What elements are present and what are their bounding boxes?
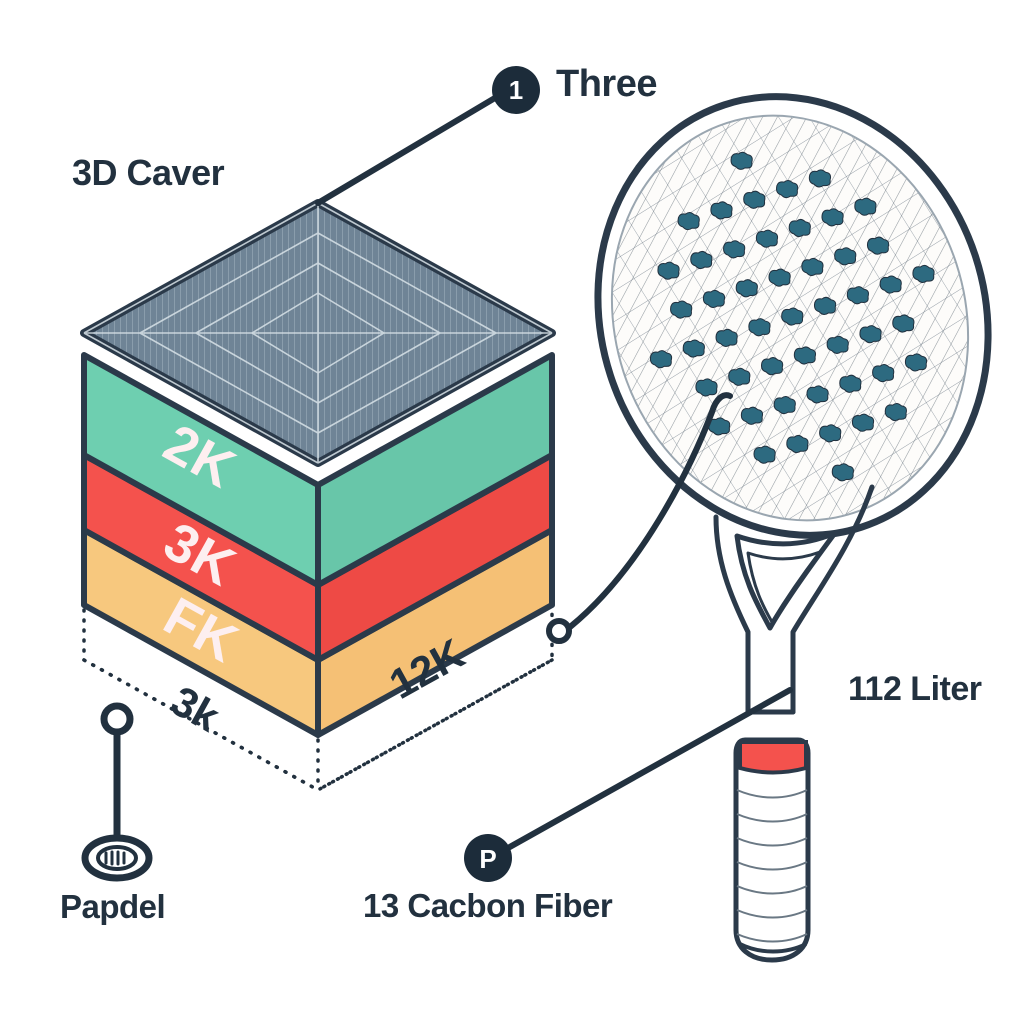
- grip-wrap: [736, 789, 808, 943]
- leader-line-node: [567, 392, 733, 630]
- cube-layer-red: 3K: [81, 452, 555, 663]
- racket-hole: [806, 385, 829, 404]
- racket-hole: [819, 424, 842, 443]
- racket-hole: [690, 250, 713, 270]
- racket-hole: [702, 289, 726, 309]
- racket-hole: [670, 300, 693, 319]
- racket-handle: [733, 737, 811, 963]
- racket-hole: [695, 378, 718, 397]
- callout-badge-2[interactable]: P: [464, 834, 512, 882]
- racket-hole: [748, 318, 771, 337]
- callout-badge-1-number: 1: [509, 75, 523, 105]
- racket-hole: [846, 286, 869, 305]
- racket-hole: [715, 328, 738, 347]
- racket-hole: [904, 353, 928, 372]
- racket-hole: [884, 402, 907, 422]
- racket-hole: [649, 350, 673, 369]
- racket-hole: [872, 364, 895, 383]
- racket-hole: [710, 201, 733, 220]
- callout-label-carbon-fiber: 13 Cacbon Fiber: [363, 887, 613, 924]
- racket-hole: [682, 339, 705, 358]
- cover-label: 3D Caver: [72, 152, 225, 193]
- racket-hole: [859, 325, 882, 344]
- racket-hole: [826, 335, 849, 354]
- racket-hole: [677, 212, 700, 231]
- racket-hole: [808, 169, 832, 188]
- callout-label-three: Three: [556, 63, 657, 105]
- callout-badge-2-number: P: [479, 844, 496, 874]
- grip-band: [738, 740, 808, 775]
- cube-layer-green: 2K: [81, 352, 555, 588]
- weave-chevrons: [83, 202, 553, 464]
- racket-hole: [854, 197, 877, 216]
- leader-line-bottom: [505, 687, 793, 851]
- racket-hole: [793, 346, 817, 365]
- racket-hole: [834, 247, 857, 266]
- racket-hole: [912, 264, 935, 283]
- racket-hole: [753, 445, 776, 464]
- racket-hole: [786, 434, 809, 454]
- racket-hole: [892, 314, 915, 333]
- racket-hole: [801, 257, 824, 277]
- racket-hole: [761, 357, 784, 376]
- racket-hole: [776, 180, 799, 199]
- callout-label-papdel: Papdel: [60, 888, 166, 925]
- racket-hole: [728, 367, 751, 386]
- racket-hole: [781, 307, 804, 326]
- cube-hidden-edges: [82, 598, 554, 793]
- circle-node-icon[interactable]: [546, 618, 572, 644]
- leader-line-top: [315, 89, 508, 206]
- racket-hole: [740, 406, 764, 425]
- callout-label-liter: 112 Liter: [848, 670, 982, 708]
- racket-hole: [821, 208, 844, 227]
- racket-hole: [788, 218, 811, 238]
- racket-hole: [851, 413, 875, 432]
- racket-hole: [839, 374, 862, 393]
- callout-badge-1[interactable]: 1: [492, 66, 540, 114]
- racket-hole: [879, 275, 902, 294]
- racket-hole: [768, 268, 791, 287]
- racket-hole: [755, 229, 779, 248]
- racket-frame: [594, 93, 992, 539]
- racket-hole: [773, 396, 796, 415]
- racket-hole: [657, 261, 680, 280]
- racket-hole: [735, 279, 758, 298]
- racket-hole: [730, 151, 753, 170]
- cube-top-face: [80, 199, 556, 467]
- racket-hole: [708, 417, 731, 436]
- racket-hole: [866, 236, 890, 255]
- racket-hole: [813, 296, 837, 315]
- paddle-icon: [81, 702, 153, 882]
- racket-hole: [831, 463, 854, 482]
- racket-hole: [723, 240, 746, 259]
- racket-hole: [743, 190, 766, 209]
- racket-holes: [649, 151, 935, 482]
